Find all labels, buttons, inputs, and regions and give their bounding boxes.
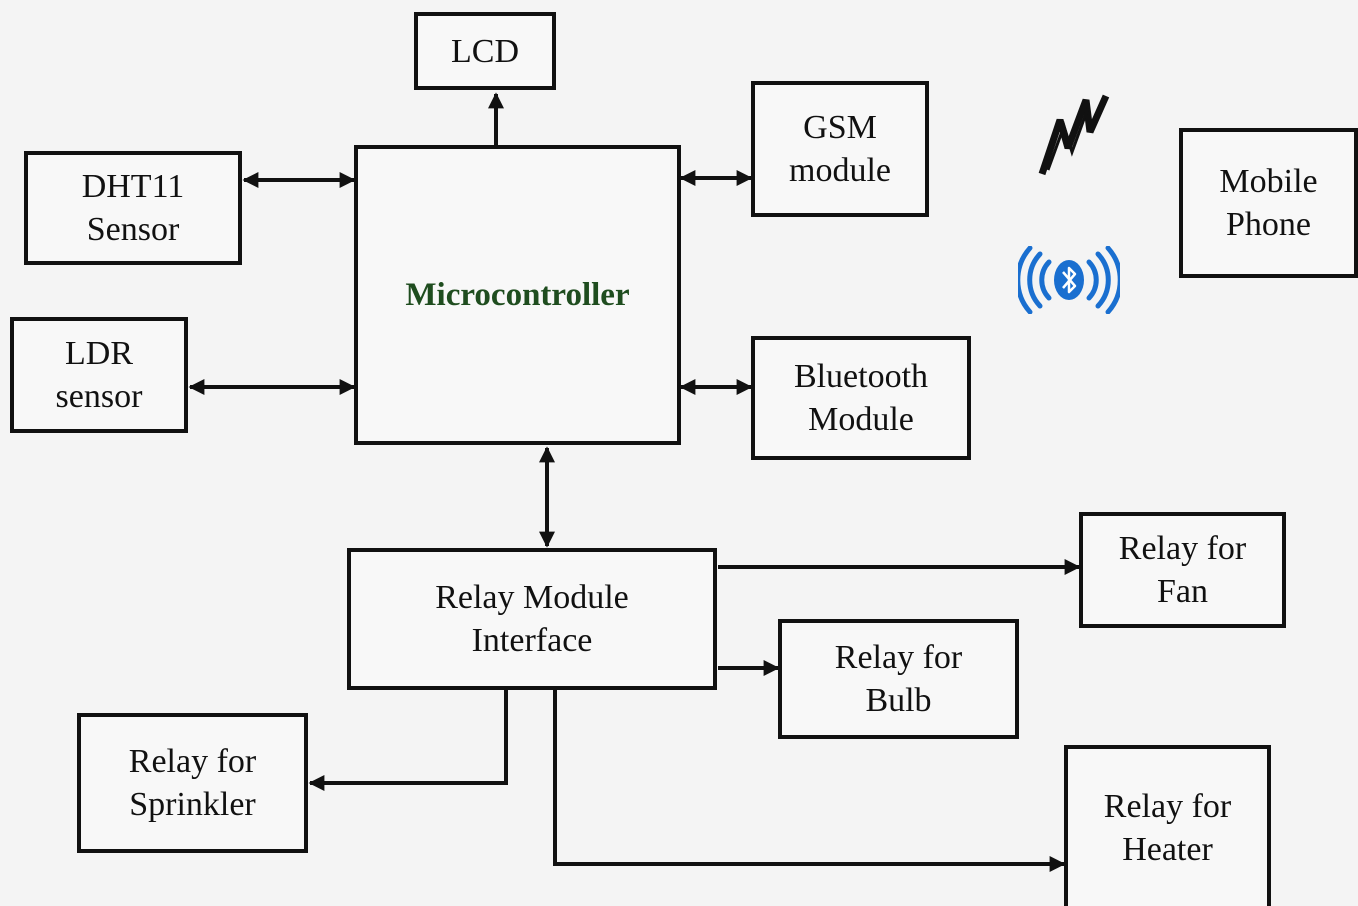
bluetooth-module-block: Bluetooth Module	[751, 336, 971, 460]
heater-connector	[553, 690, 1066, 872]
dht11-label-line-1: DHT11	[81, 168, 185, 205]
microcontroller-label: Microcontroller	[405, 276, 630, 313]
relay-sprinkler-label-line-2: Sprinkler	[129, 786, 256, 823]
lcd-label: LCD	[451, 32, 519, 70]
mobile-phone-block: Mobile Phone	[1179, 128, 1358, 278]
gsm-label-line-1: GSM	[803, 109, 877, 146]
relay-bulb-block: Relay for Bulb	[778, 619, 1019, 739]
relay-module-label-line-2: Interface	[471, 622, 593, 659]
relay-fan-label-line-2: Fan	[1157, 573, 1208, 610]
relay-bulb-label-line-1: Relay for	[834, 639, 963, 676]
mobile-label-line-1: Mobile	[1219, 163, 1318, 200]
dht11-sensor-block: DHT11 Sensor	[24, 151, 242, 265]
mobile-label-line-2: Phone	[1226, 206, 1311, 243]
dht11-label-line-2: Sensor	[86, 211, 180, 248]
bluetooth-label-line-1: Bluetooth	[793, 358, 929, 395]
relay-bulb-label-line-2: Bulb	[865, 682, 932, 719]
relay-heater-label-line-2: Heater	[1122, 830, 1213, 868]
relay-module-interface-block: Relay Module Interface	[347, 548, 717, 690]
relay-fan-label-line-1: Relay for	[1118, 530, 1247, 567]
gsm-label-line-2: module	[789, 152, 891, 189]
gsm-module-block: GSM module	[751, 81, 929, 217]
relay-sprinkler-label-line-1: Relay for	[128, 743, 257, 780]
microcontroller-block: Microcontroller	[354, 145, 681, 445]
relay-fan-block: Relay for Fan	[1079, 512, 1286, 628]
lightning-signal-icon	[1038, 94, 1110, 176]
relay-heater-label-line-1: Relay for	[1103, 787, 1232, 825]
relay-heater-block: Relay for Heater	[1064, 745, 1271, 906]
relay-module-label-line-1: Relay Module	[435, 579, 629, 616]
ldr-label-line-1: LDR	[65, 335, 133, 372]
ldr-sensor-block: LDR sensor	[10, 317, 188, 433]
relay-sprinkler-block: Relay for Sprinkler	[77, 713, 308, 853]
lcd-block: LCD	[414, 12, 556, 90]
bluetooth-signal-icon	[1018, 246, 1120, 314]
ldr-label-line-2: sensor	[55, 378, 143, 415]
sprinkler-connector	[308, 690, 508, 791]
bluetooth-label-line-2: Module	[808, 401, 914, 438]
